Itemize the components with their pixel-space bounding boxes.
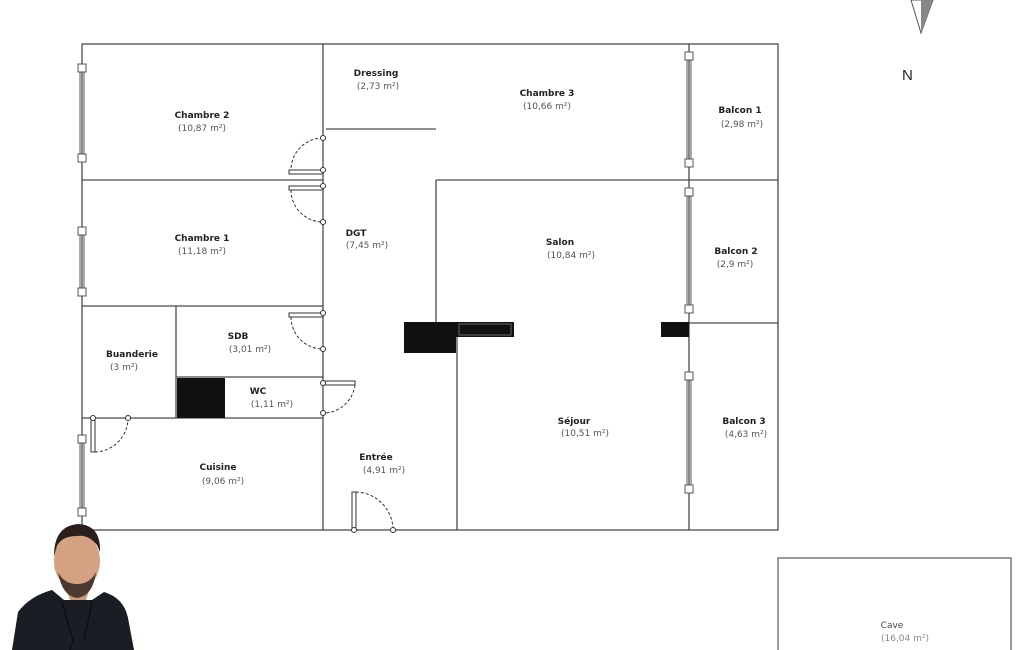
pillar xyxy=(661,322,689,337)
room-wc-name: WC xyxy=(250,387,267,397)
room-chambre2-name: Chambre 2 xyxy=(175,111,230,121)
windows xyxy=(77,51,694,517)
cave: Cave (16,04 m²) xyxy=(777,557,1012,650)
room-balcon3-area: (4,63 m²) xyxy=(725,430,767,440)
room-salon-name: Salon xyxy=(546,238,574,248)
doors xyxy=(90,135,396,533)
room-balcon2-name: Balcon 2 xyxy=(714,247,757,257)
walls xyxy=(81,43,779,531)
room-sejour-name: Séjour xyxy=(558,416,591,427)
agent-photo xyxy=(12,524,134,650)
room-balcon1-area: (2,98 m²) xyxy=(721,120,763,130)
room-chambre3-name: Chambre 3 xyxy=(520,89,575,99)
room-dgt-name: DGT xyxy=(346,229,368,239)
room-balcon2-area: (2,9 m²) xyxy=(717,260,754,270)
room-cuisine-name: Cuisine xyxy=(199,463,236,473)
beam-highlight xyxy=(458,323,512,336)
room-cave-name: Cave xyxy=(881,621,904,631)
room-chambre1-name: Chambre 1 xyxy=(175,234,230,244)
room-labels: Chambre 2 (10,87 m²) Dressing (2,73 m²) … xyxy=(106,69,767,487)
room-buanderie-name: Buanderie xyxy=(106,350,158,360)
room-balcon1-name: Balcon 1 xyxy=(718,106,761,116)
room-entree-area: (4,91 m²) xyxy=(363,466,405,476)
room-balcon3-name: Balcon 3 xyxy=(722,417,765,427)
pillar xyxy=(404,322,456,353)
compass-north-label: N xyxy=(902,67,913,84)
room-buanderie-area: (3 m²) xyxy=(110,363,138,373)
room-cuisine-area: (9,06 m²) xyxy=(202,477,244,487)
room-dressing-name: Dressing xyxy=(354,69,399,79)
room-sejour-area: (10,51 m²) xyxy=(561,429,609,439)
room-sdb-area: (3,01 m²) xyxy=(229,345,271,355)
room-salon-area: (10,84 m²) xyxy=(547,251,595,261)
room-wc-area: (1,11 m²) xyxy=(251,400,293,410)
room-chambre1-area: (11,18 m²) xyxy=(178,247,226,257)
pillar xyxy=(177,378,225,418)
pillars xyxy=(177,322,689,418)
room-dgt-area: (7,45 m²) xyxy=(346,241,388,251)
room-cave-area: (16,04 m²) xyxy=(881,634,929,644)
room-dressing-area: (2,73 m²) xyxy=(357,82,399,92)
room-sdb-name: SDB xyxy=(228,332,249,342)
room-chambre3-area: (10,66 m²) xyxy=(523,102,571,112)
room-chambre2-area: (10,87 m²) xyxy=(178,124,226,134)
compass: N xyxy=(902,0,934,84)
beam xyxy=(456,322,514,337)
room-entree-name: Entrée xyxy=(359,452,393,463)
